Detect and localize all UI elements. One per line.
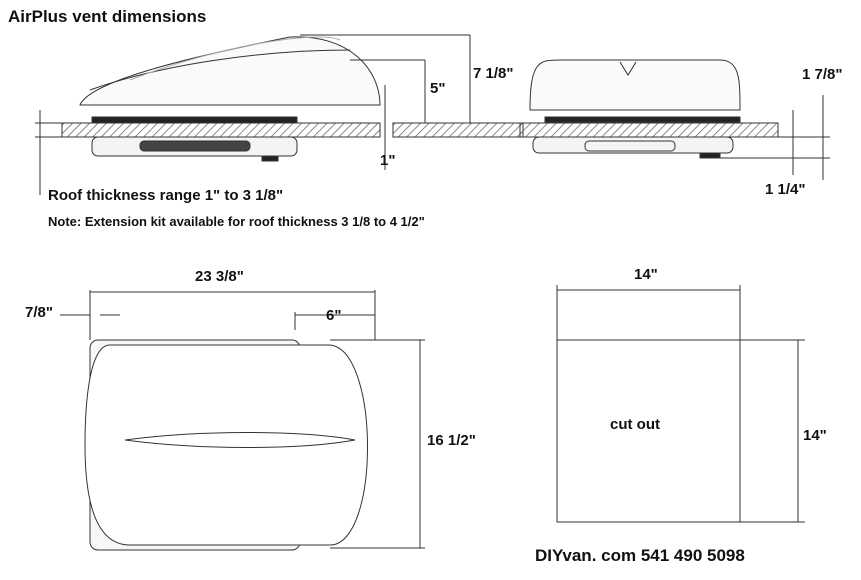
dim-length: 23 3/8" bbox=[195, 268, 244, 285]
dim-flange: 7/8" bbox=[25, 304, 53, 321]
cutout-label: cut out bbox=[610, 416, 660, 433]
cutout-square bbox=[556, 339, 741, 523]
top-vent-lid bbox=[84, 344, 368, 546]
roof-thickness-note: Roof thickness range 1" to 3 1/8" bbox=[48, 187, 284, 204]
roof-section-left bbox=[61, 122, 381, 138]
side-vent-lid bbox=[79, 36, 381, 106]
roof-section-front bbox=[519, 122, 779, 138]
dim-rear-offset: 6" bbox=[326, 307, 342, 324]
dim-closed-height: 5" bbox=[430, 80, 446, 97]
dim-inner-drop: 1 7/8" bbox=[802, 66, 843, 83]
diagram-title: AirPlus vent dimensions bbox=[8, 7, 207, 26]
dim-cutout-height: 14" bbox=[803, 427, 827, 444]
extension-kit-note: Note: Extension kit available for roof t… bbox=[48, 214, 425, 229]
dim-roof-min: 1" bbox=[380, 152, 396, 169]
front-vent-base bbox=[532, 136, 734, 154]
dim-knob-drop: 1 1/4" bbox=[765, 181, 806, 198]
roof-section-right bbox=[392, 122, 524, 138]
front-vent-lid bbox=[529, 59, 741, 111]
dim-cutout-width: 14" bbox=[634, 266, 658, 283]
dim-width: 16 1/2" bbox=[427, 432, 476, 449]
dim-total-height: 7 1/8" bbox=[473, 65, 514, 82]
footer-contact: DIYvan. com 541 490 5098 bbox=[535, 546, 745, 565]
